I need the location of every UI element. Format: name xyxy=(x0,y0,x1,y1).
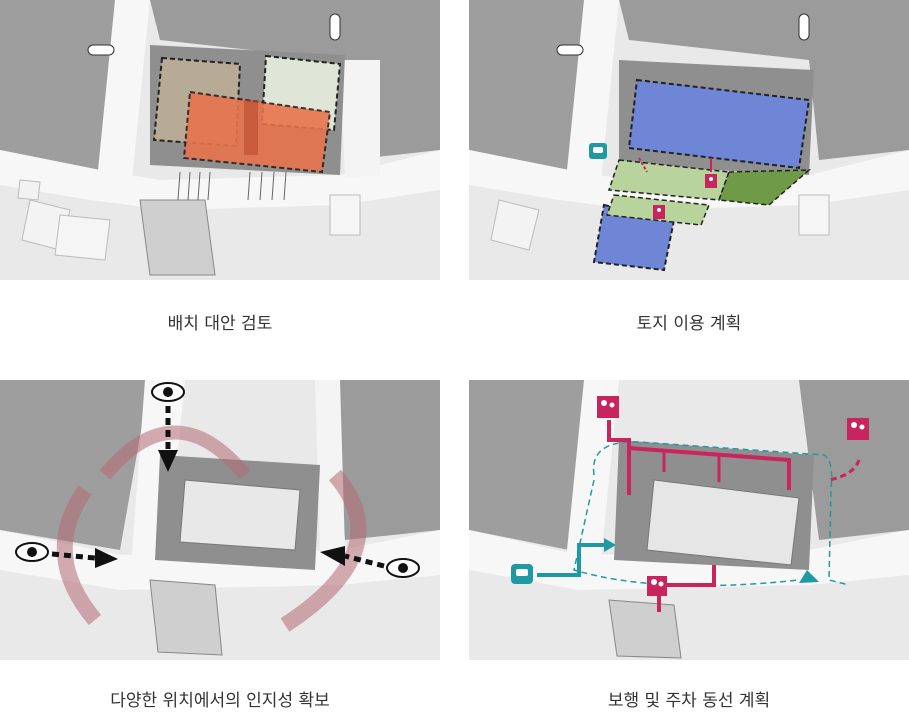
water-left xyxy=(0,380,150,550)
road-vertical xyxy=(95,0,150,200)
car-icon xyxy=(511,564,533,584)
pedestrian-family-icon xyxy=(847,418,869,440)
eye-icon xyxy=(386,558,420,578)
service-arrowhead xyxy=(799,570,819,583)
water-left xyxy=(0,0,130,170)
road-right xyxy=(315,380,345,552)
pedestrian-route xyxy=(607,420,631,495)
pedestrian-family-icon xyxy=(653,205,665,219)
building xyxy=(329,194,361,236)
pedestrian-route xyxy=(628,446,791,490)
road-vertical xyxy=(564,380,619,580)
service-route xyxy=(592,441,850,586)
pedestrian-route xyxy=(664,565,716,587)
zone-building-sub xyxy=(592,203,676,272)
building xyxy=(139,199,216,276)
pedestrian-family-icon xyxy=(705,174,717,188)
water-left xyxy=(469,0,599,170)
vehicle-route xyxy=(537,543,604,577)
building xyxy=(54,214,111,261)
water-right xyxy=(799,380,909,540)
panel-visibility xyxy=(0,380,440,660)
plaza-hatch xyxy=(177,171,287,201)
boat xyxy=(329,13,341,41)
zone-green-dark xyxy=(717,169,812,206)
boat xyxy=(87,44,115,56)
caption-land-use-plan: 토지 이용 계획 xyxy=(636,314,742,334)
building xyxy=(17,179,41,201)
view-arrow-left xyxy=(51,548,118,568)
pedestrian-family-icon xyxy=(647,576,667,596)
car-icon xyxy=(589,143,607,159)
view-arc-right xyxy=(280,469,367,632)
site-plan-visibility xyxy=(0,380,440,656)
view-arrow-top xyxy=(158,406,178,472)
site-plan-layout-alternatives xyxy=(0,0,440,276)
pedestrian-route-external xyxy=(828,459,861,482)
site-plan-land-use xyxy=(469,0,909,272)
panel-circulation-plan xyxy=(469,380,909,660)
eye-icon xyxy=(151,382,185,402)
boat xyxy=(798,13,810,41)
panel-layout-alternatives xyxy=(0,0,440,280)
zone-building-main xyxy=(627,78,811,170)
caption-layout-alternatives: 배치 대안 검토 xyxy=(167,314,273,334)
caption-circulation-plan: 보행 및 주차 동선 계획 xyxy=(607,691,771,711)
site-plan-circulation xyxy=(469,380,909,659)
building xyxy=(149,579,223,656)
road-vertical xyxy=(564,0,619,200)
view-arrow-right xyxy=(320,546,385,569)
water-top xyxy=(619,0,909,160)
road-right xyxy=(340,60,380,178)
building-main xyxy=(179,479,301,551)
building xyxy=(490,199,540,251)
water-left xyxy=(469,380,589,550)
vehicle-arrowhead xyxy=(604,538,616,552)
pedestrian-family-icon xyxy=(597,396,619,418)
eye-icon xyxy=(15,542,49,562)
block-orange-core xyxy=(244,100,258,155)
building xyxy=(608,599,682,659)
panel-land-use-plan xyxy=(469,0,909,280)
boat xyxy=(556,44,584,56)
caption-visibility: 다양한 위치에서의 인지성 확보 xyxy=(110,691,330,711)
pedestrian-arrow xyxy=(638,157,648,173)
water-right xyxy=(330,380,440,540)
building xyxy=(798,194,830,236)
view-arc-top xyxy=(99,425,251,480)
building-main xyxy=(646,479,800,566)
